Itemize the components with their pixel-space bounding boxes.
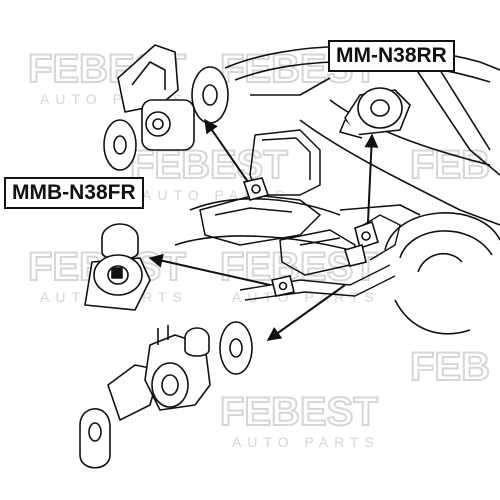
watermark-layer: FEBEST AUTO PARTS FEBEST FEBEST AUTO PAR…	[27, 46, 491, 450]
svg-text:FEBEST: FEBEST	[220, 390, 378, 434]
arrow-to-front-right-mount	[148, 253, 271, 286]
engine-mount-front-right	[84, 223, 151, 311]
mount-bracket-center	[242, 177, 270, 201]
part-label-front-right: MMB-N38FR	[4, 177, 144, 209]
watermark-logo: FEB	[409, 344, 491, 390]
arrow-to-lower-mount	[266, 284, 346, 341]
svg-text:AUTO PARTS: AUTO PARTS	[232, 289, 380, 305]
watermark-logo: FEB	[409, 142, 491, 188]
part-label-rear-right: MM-N38RR	[328, 40, 455, 72]
svg-text:FEB: FEB	[410, 345, 490, 389]
engine-mount-lower	[79, 321, 253, 469]
wheel-arch	[384, 212, 500, 335]
svg-text:FEB: FEB	[410, 143, 490, 187]
engine-mount-upper	[103, 44, 229, 171]
mount-bracket-front	[271, 275, 295, 297]
svg-text:AUTO PARTS: AUTO PARTS	[232, 434, 380, 450]
mount-bracket-rear	[343, 220, 379, 267]
watermark-logo: FEBEST AUTO PARTS	[219, 389, 380, 450]
arrow-to-upper-mount	[204, 118, 249, 183]
engine-mount-rear-right	[339, 87, 411, 139]
arrow-to-rear-right-mount	[364, 133, 379, 223]
callout-arrows	[148, 118, 379, 341]
